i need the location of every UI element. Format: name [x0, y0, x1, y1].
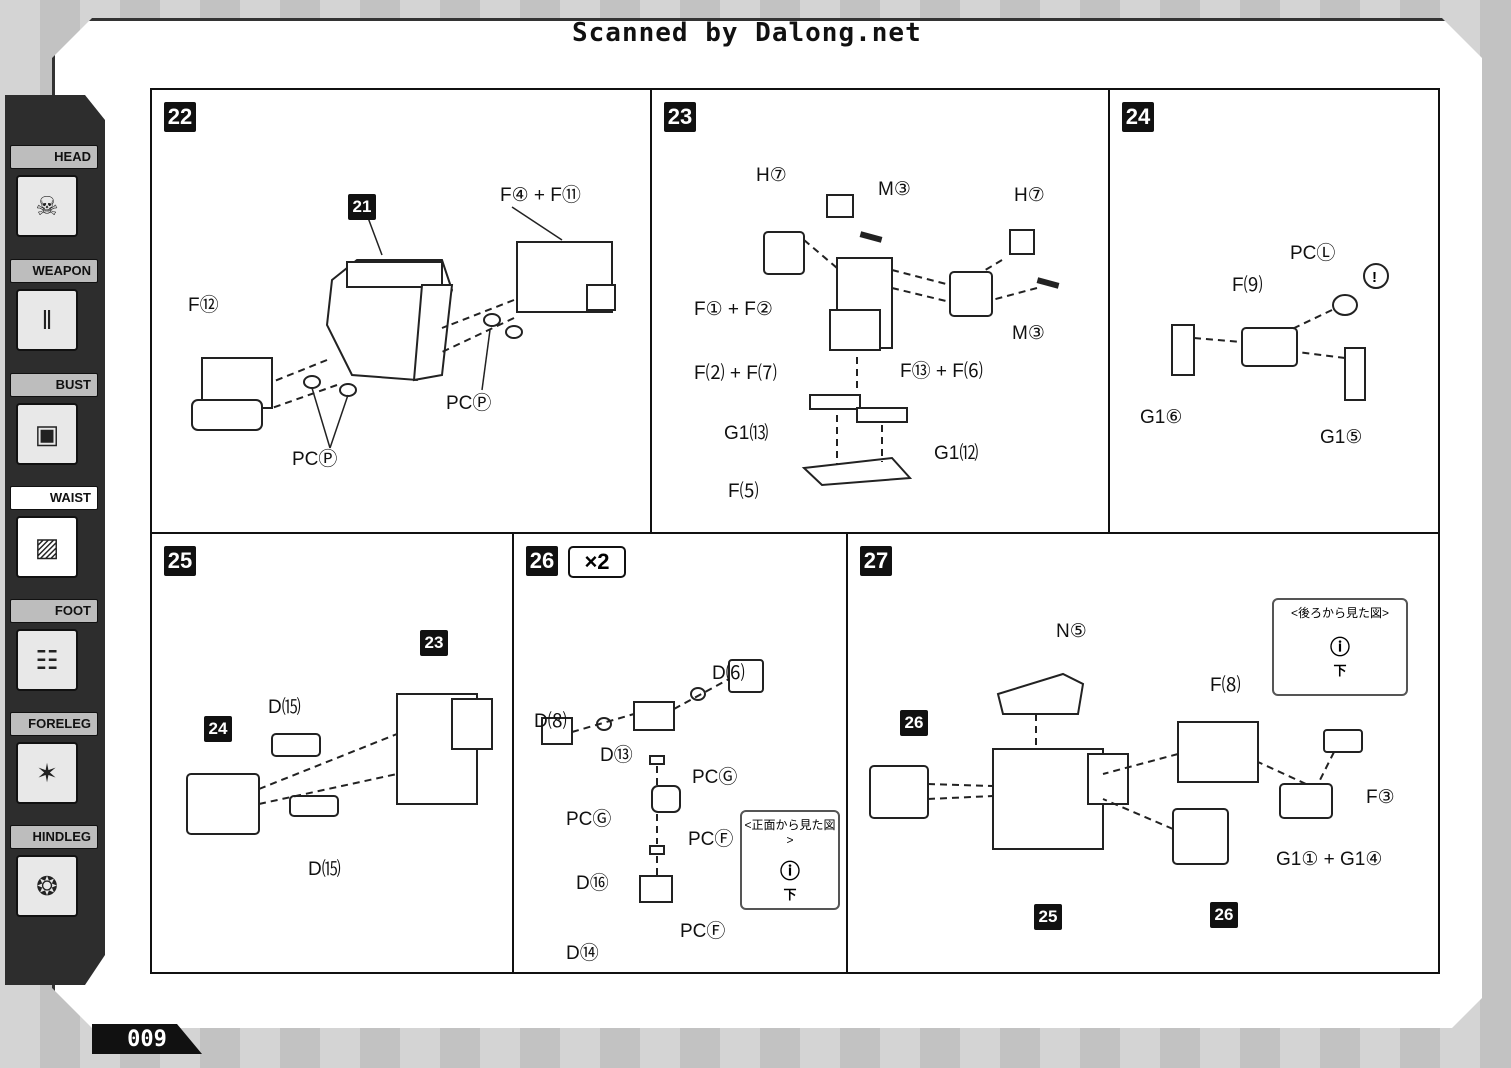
step-number: 26 [526, 546, 558, 576]
step-27: 27 26 25 26 N⑤ F⑻ F③ G1① + [848, 534, 1438, 972]
assembly-diagram-24: ! [1171, 263, 1389, 401]
subassembly-badge: 25 [1034, 904, 1062, 930]
bust-icon: ▣ [16, 403, 78, 465]
step-number: 23 [664, 102, 696, 132]
step-26: 26 ×2 D⑹ D⑬ D⑻ PCⒼ PCⒼ PCⒻ D⑯ PCⒻ [514, 534, 848, 972]
nav-head-label: HEAD [10, 145, 98, 169]
step-25: 25 23 24 D⒂ D⒂ [152, 534, 514, 972]
callout-title: <後ろから見た図> [1290, 606, 1390, 620]
part-label: G1① + G1④ [1276, 849, 1383, 870]
instruction-grid: 22 21 F④ + F⑪ F⑫ PCⓅ [150, 88, 1440, 974]
part-label: H⑦ [756, 165, 787, 186]
nav-foreleg[interactable]: FORELEG ✶ [10, 712, 98, 804]
dragon-head-icon: ☠ [16, 175, 78, 237]
foreleg-icon: ✶ [16, 742, 78, 804]
part-label: D⑯ [576, 873, 609, 894]
nav-head[interactable]: HEAD ☠ [10, 145, 98, 237]
nav-foot-label: FOOT [10, 599, 98, 623]
callout-title: <正面から見た図> [744, 818, 836, 847]
rear-view-callout: <後ろから見た図> ⓘ 下 [1272, 598, 1408, 696]
nav-bust[interactable]: BUST ▣ [10, 373, 98, 465]
page-number: 009 [92, 1024, 202, 1054]
step-24: 24 ! PCⓁ F⑼ G1⑥ G1⑤ [1110, 90, 1438, 534]
part-label: PCⓅ [292, 449, 338, 470]
assembly-diagram-26 [541, 659, 764, 903]
front-view-callout: <正面から見た図> ⓘ 下 [740, 810, 840, 910]
part-label: PCⒼ [566, 809, 612, 830]
part-label: M③ [878, 179, 911, 200]
step-number: 22 [164, 102, 196, 132]
callout-direction: 下 [783, 887, 797, 902]
part-label: PCⓁ [1290, 243, 1336, 264]
part-label: F⑼ [1232, 275, 1263, 296]
nav-hindleg-label: HINDLEG [10, 825, 98, 849]
part-label: N⑤ [1056, 621, 1087, 642]
quantity-multiplier: ×2 [568, 546, 626, 578]
part-label: D⑬ [600, 745, 633, 766]
part-label: F① + F② [694, 299, 773, 320]
part-label: PCⒻ [680, 921, 726, 942]
assembly-diagram-25 [186, 693, 493, 835]
caution-icon: ⓘ [1330, 637, 1350, 659]
cannons-icon: ‖ [16, 289, 78, 351]
nav-foreleg-label: FORELEG [10, 712, 98, 736]
svg-text:!: ! [1372, 269, 1377, 286]
part-label: D⒂ [268, 697, 301, 718]
part-label: D⒂ [308, 859, 341, 880]
part-label: G1⑿ [934, 443, 979, 464]
scan-credit: Scanned by Dalong.net [572, 18, 922, 48]
subassembly-badge: 26 [900, 710, 928, 736]
assembly-diagram-27 [869, 672, 1363, 865]
nav-waist[interactable]: WAIST ▨ [10, 486, 98, 578]
nav-bust-label: BUST [10, 373, 98, 397]
step-number: 24 [1122, 102, 1154, 132]
part-label: F④ + F⑪ [500, 185, 581, 206]
subassembly-badge: 24 [204, 716, 232, 742]
part-label: F⑫ [188, 295, 219, 316]
part-label: F③ [1366, 787, 1395, 808]
nav-weapon-label: WEAPON [10, 259, 98, 283]
callout-direction: 下 [1333, 663, 1347, 678]
nav-hindleg[interactable]: HINDLEG ❂ [10, 825, 98, 917]
step-number: 25 [164, 546, 196, 576]
part-label: F⑵ + F⑺ [694, 363, 777, 384]
part-label: D⑭ [566, 943, 599, 964]
subassembly-badge: 21 [348, 194, 376, 220]
nav-weapon[interactable]: WEAPON ‖ [10, 259, 98, 351]
nav-waist-label: WAIST [10, 486, 98, 510]
step-23: 23 H⑦ M③ H⑦ F [652, 90, 1110, 534]
part-label: F⑬ + F⑹ [900, 361, 983, 382]
subassembly-badge: 23 [420, 630, 448, 656]
nav-foot[interactable]: FOOT ☷ [10, 599, 98, 691]
part-label: D⑹ [712, 663, 745, 684]
part-label: H⑦ [1014, 185, 1045, 206]
part-label: G1⒀ [724, 423, 769, 444]
subassembly-badge: 26 [1210, 902, 1238, 928]
waist-icon: ▨ [16, 516, 78, 578]
part-label: PCⒻ [688, 829, 734, 850]
step-number: 27 [860, 546, 892, 576]
caution-icon: ⓘ [780, 861, 800, 883]
part-label: PCⒼ [692, 767, 738, 788]
foot-icon: ☷ [16, 629, 78, 691]
assembly-diagram-23 [763, 194, 1060, 487]
part-label: PCⓅ [446, 393, 492, 414]
step-22: 22 21 F④ + F⑪ F⑫ PCⓅ [152, 90, 652, 534]
part-label: G1⑤ [1320, 427, 1363, 448]
part-label: F⑻ [1210, 675, 1241, 696]
hindleg-icon: ❂ [16, 855, 78, 917]
part-label: D⑻ [534, 711, 567, 732]
assembly-diagram-22 [191, 206, 616, 449]
part-label: M③ [1012, 323, 1045, 344]
part-label: G1⑥ [1140, 407, 1183, 428]
part-label: F⑸ [728, 481, 759, 502]
